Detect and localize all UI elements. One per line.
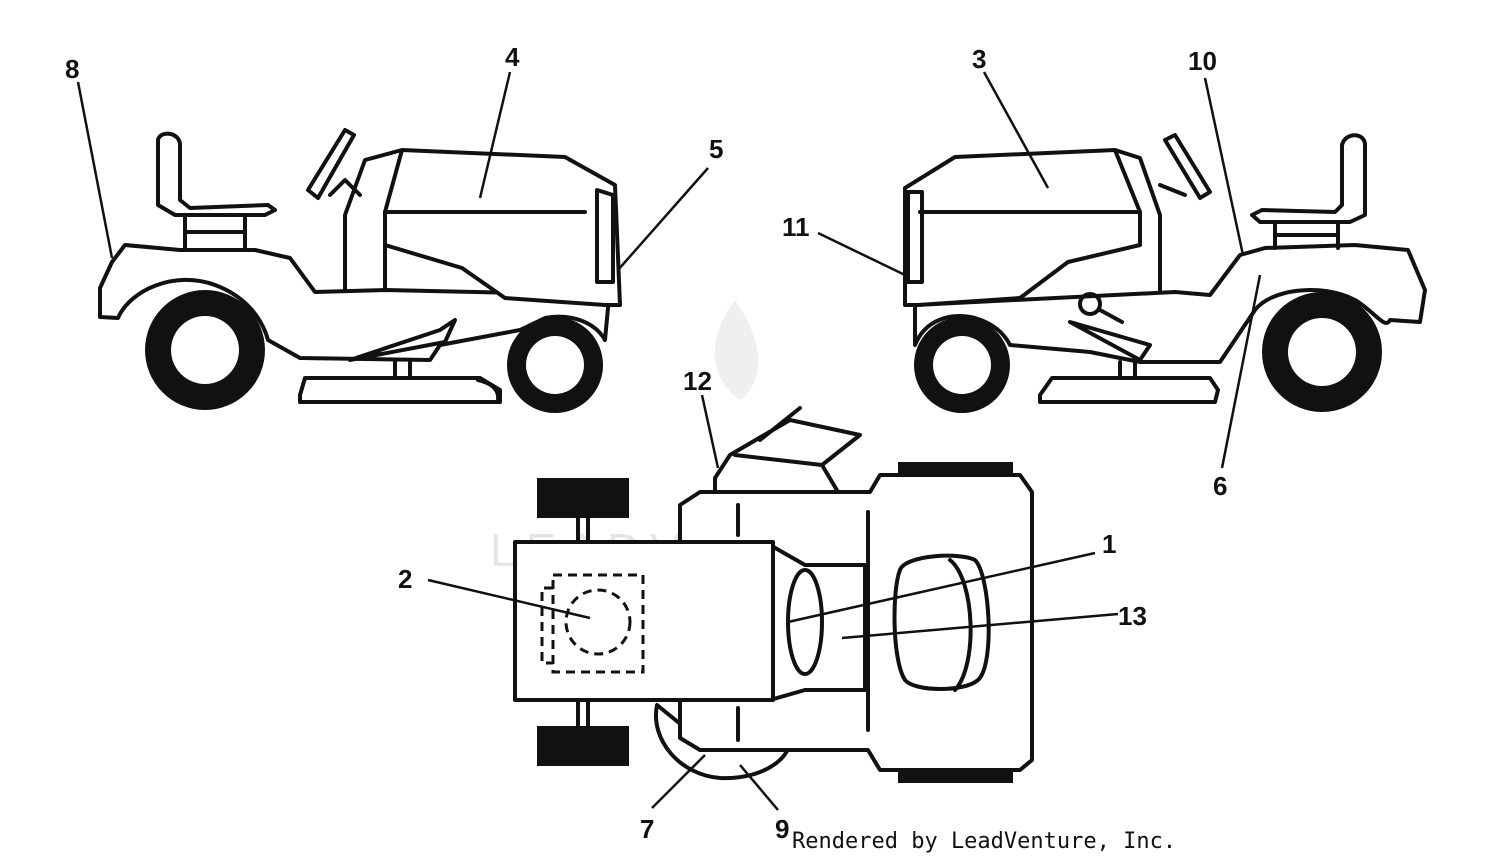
callout-8: 8 xyxy=(65,54,79,84)
callout-12: 12 xyxy=(683,366,712,396)
callout-labels: 1 2 3 4 5 6 7 8 9 10 11 12 13 xyxy=(65,42,1227,844)
callout-4: 4 xyxy=(505,42,520,72)
callout-10: 10 xyxy=(1188,46,1217,76)
tractor-top-view xyxy=(513,406,1034,783)
leader-lines xyxy=(76,71,1262,811)
flame-logo-icon xyxy=(714,300,759,400)
callout-6: 6 xyxy=(1213,471,1227,501)
callout-5: 5 xyxy=(709,134,723,164)
render-credit: Rendered by LeadVenture, Inc. xyxy=(792,829,1176,854)
callout-7: 7 xyxy=(640,814,654,844)
callout-2: 2 xyxy=(398,564,412,594)
tractor-right-side-view xyxy=(903,133,1427,413)
callout-1: 1 xyxy=(1102,529,1116,559)
callout-3: 3 xyxy=(972,44,986,74)
tractor-left-side-view xyxy=(98,128,622,413)
callout-13: 13 xyxy=(1118,601,1147,631)
callout-9: 9 xyxy=(775,814,789,844)
callout-11: 11 xyxy=(782,212,810,242)
